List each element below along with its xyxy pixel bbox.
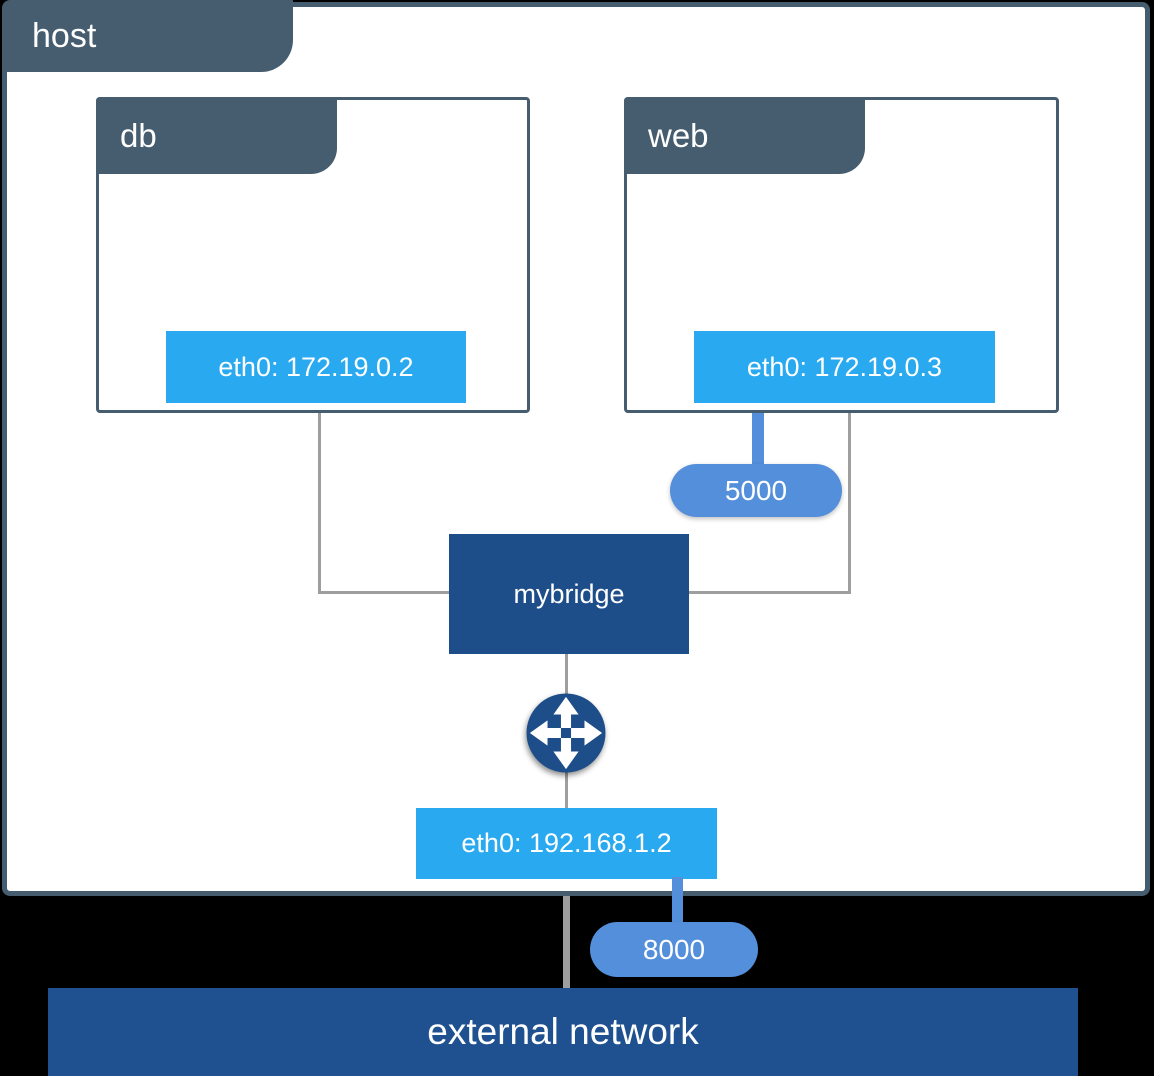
external-network-label: external network xyxy=(427,1011,699,1052)
connector-web-port-5000 xyxy=(752,401,764,469)
interface-label-db: eth0: 172.19.0.2 xyxy=(166,331,466,403)
host-label: host xyxy=(32,16,97,55)
host-tab: host xyxy=(2,0,293,72)
bridge-label: mybridge xyxy=(513,578,625,609)
interface-label-web: eth0: 172.19.0.3 xyxy=(694,331,995,403)
connector-host-port-8000 xyxy=(672,877,683,933)
connector-db-to-bridge xyxy=(318,591,452,594)
router-arrows-icon xyxy=(524,691,608,775)
connector-web-to-bridge xyxy=(687,591,851,594)
port-badge-5000: 5000 xyxy=(670,464,842,517)
connector-db-vertical xyxy=(318,411,321,593)
bridge-node: mybridge xyxy=(449,534,689,654)
container-tab-db: db xyxy=(96,97,337,174)
container-label-web: web xyxy=(648,116,709,154)
connector-web-vertical xyxy=(848,411,851,593)
connector-hostif-to-external xyxy=(563,896,570,989)
container-label-db: db xyxy=(120,116,157,154)
external-network-bar: external network xyxy=(48,988,1078,1076)
container-tab-web: web xyxy=(624,97,865,174)
host-interface-label: eth0: 192.168.1.2 xyxy=(416,808,717,879)
port-badge-8000: 8000 xyxy=(590,922,758,977)
